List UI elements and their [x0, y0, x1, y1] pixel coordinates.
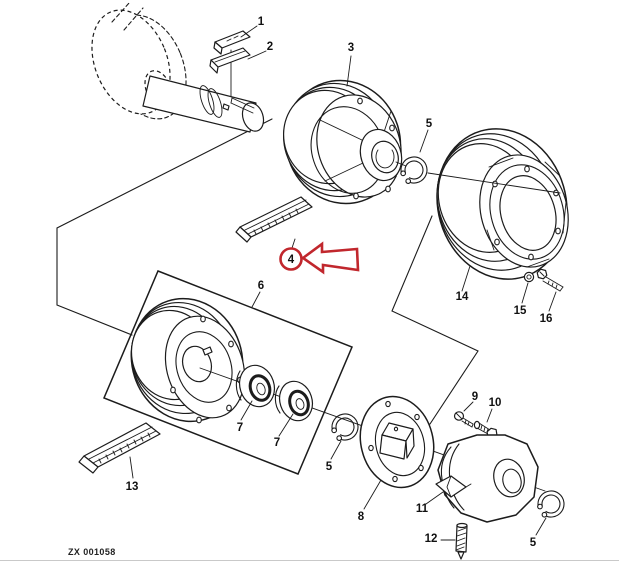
snap-ring-5-bottom [530, 488, 567, 520]
callout-3-label: 3 [348, 42, 354, 54]
phantom-flywheel-and-shaft [91, 1, 265, 133]
key-1 [213, 30, 251, 55]
screw-9 [453, 411, 474, 428]
callout-11-label: 11 [416, 503, 429, 515]
callout-1-label: 1 [258, 16, 265, 28]
flange-hub-8 [359, 395, 435, 489]
callout-9-label: 9 [472, 391, 478, 403]
callout-5-middle-label: 5 [326, 461, 333, 473]
pulley-6 [130, 297, 246, 424]
axis-line-drum [427, 172, 561, 194]
snap-ring-5-middle [324, 411, 361, 445]
callout-6-label: 6 [258, 280, 264, 292]
washer-15 [523, 271, 535, 283]
bearing-7-right [274, 380, 314, 422]
callout-14-label: 14 [456, 291, 469, 303]
callout-7-right-label: 7 [274, 437, 280, 449]
key-4 [235, 196, 313, 243]
bolt-16 [536, 268, 564, 292]
callout-13-label: 13 [126, 481, 139, 493]
association-line-left [56, 118, 273, 336]
callout-labels: 1 2 3 5 14 15 16 4 6 7 7 5 13 8 9 10 11 … [126, 16, 553, 549]
drawing-stamp-code: ZX 001058 [68, 547, 116, 557]
spring-pin-12 [455, 522, 468, 560]
callout-10-label: 10 [489, 397, 502, 409]
callout-16-label: 16 [540, 313, 553, 325]
callout-15-label: 15 [514, 305, 527, 317]
callout-5-bottom-label: 5 [530, 537, 537, 549]
highlight-annotation [279, 241, 360, 275]
pulley-3 [283, 79, 403, 205]
support-housing-11 [435, 434, 539, 523]
callout-5-top-label: 5 [426, 118, 433, 130]
callout-12-label: 12 [425, 533, 438, 545]
drum-pulley-14 [436, 128, 569, 280]
highlight-arrow-icon [300, 241, 360, 275]
callout-2-label: 2 [267, 41, 273, 53]
callout-8-label: 8 [358, 511, 365, 523]
key-13 [78, 422, 161, 474]
association-line-right [391, 215, 479, 425]
highlight-circle [279, 247, 303, 271]
key-2 [209, 47, 251, 74]
sub-assembly-box [103, 270, 353, 475]
bearing-7-left [235, 364, 276, 408]
callout-leaders [129, 25, 557, 541]
callout-4-label: 4 [288, 254, 295, 266]
callout-7-left-label: 7 [237, 422, 243, 434]
axis-line-top [395, 161, 407, 167]
